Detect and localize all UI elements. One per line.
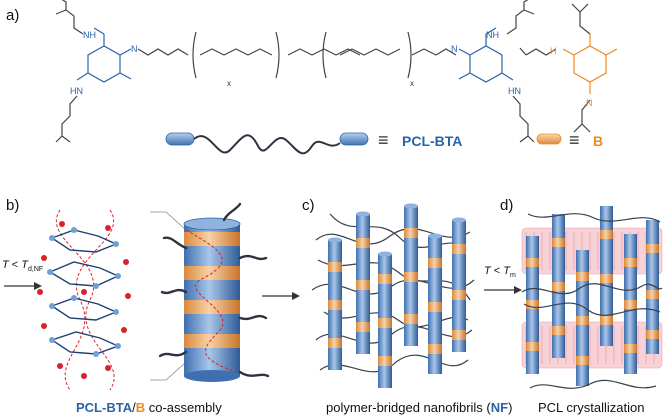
right-benzene-ring [469,45,503,83]
pcl-bta-legend: ≡ PCL-BTA ≡ B [165,130,603,155]
b-pill-icon [536,133,562,145]
left-benzene-ring [87,45,121,83]
panel-label-c: c) [302,197,315,214]
svg-text:T < Tm: T < Tm [484,265,516,279]
equiv-symbol: ≡ [378,130,389,150]
caption-d: PCL crystallization [538,400,644,415]
zoom-guides [150,211,187,381]
molecular-helix-stack [37,209,131,391]
bta-pill-icon [165,132,195,146]
panel-label-a: a) [6,7,19,24]
nanofibril-network [311,203,475,388]
svg-text:T < Td,NF: T < Td,NF [2,259,43,273]
atom-label: HN [70,86,83,96]
panel-label-b: b) [6,197,19,214]
repeat-subscript-left: x [227,79,231,88]
atom-label: N [586,98,593,108]
legend-pcl-bta-label: PCL-BTA [402,133,462,149]
atom-label: N [131,44,138,54]
caption-b: PCL-BTA/B co-assembly [76,400,222,415]
pcl-bta-structure [55,0,535,143]
panel-label-d: d) [500,197,513,214]
atom-label: NH [486,30,499,40]
arrow-b-to-c [262,292,300,300]
legend-b-label: B [593,133,603,149]
repeat-subscript-right: x [410,79,414,88]
crystallized-network [521,206,663,389]
atom-label: NH [83,30,96,40]
atom-label: HN [508,86,521,96]
caption-c: polymer-bridged nanofibrils (NF) [326,400,512,415]
equiv-symbol: ≡ [569,130,580,150]
arrow-cooling-right: T < Tm [484,265,522,294]
polymer-chain-icon [193,134,341,155]
atom-label: H [550,46,557,56]
bta-pill-icon [339,132,369,146]
arrow-cooling-left: T < Td,NF [2,259,43,290]
atom-label: N [451,44,458,54]
b-structure [519,3,618,133]
nanofibril-cylinder [183,217,241,382]
polymer-tails [158,202,270,378]
